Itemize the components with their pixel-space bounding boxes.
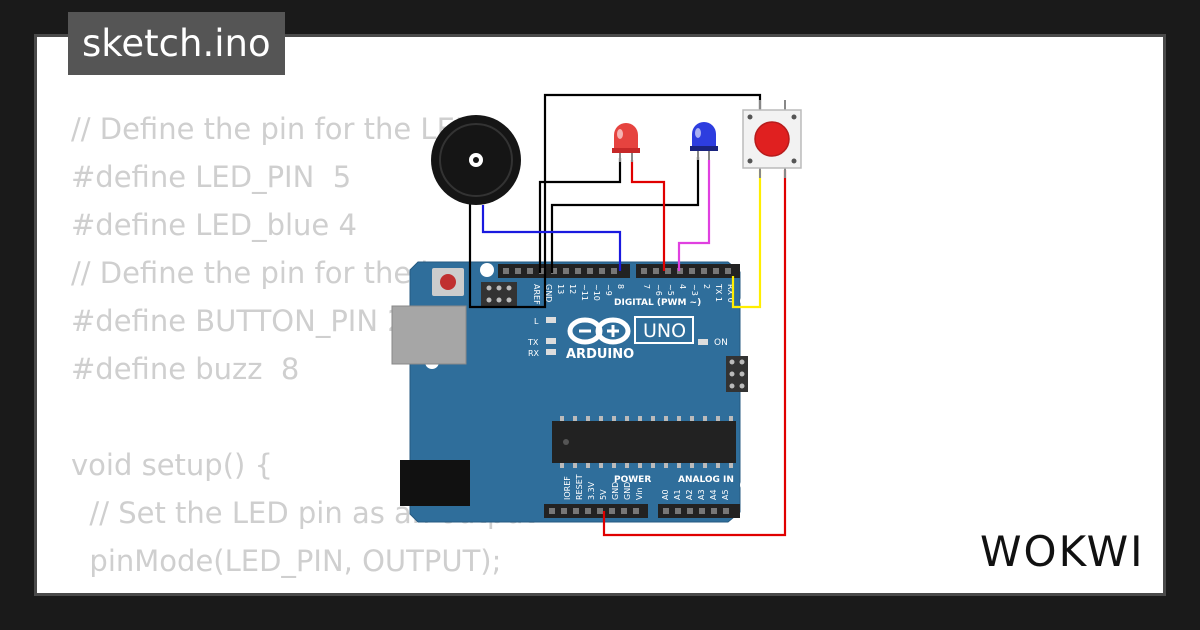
code-line: #define buzz 8 (71, 352, 300, 386)
digital-label: DIGITAL (PWM ~) (614, 298, 701, 308)
pin-label-3: ~3 (690, 284, 699, 296)
blue-led[interactable] (690, 122, 718, 160)
reset-button-cap[interactable] (440, 274, 456, 290)
wire-black-button (543, 93, 762, 273)
pin-label-5v: 5V (599, 489, 608, 500)
mounting-hole (480, 263, 494, 277)
on-led (698, 339, 708, 345)
pin-label-vin: Vin (635, 487, 644, 500)
pin-label-11: ~11 (580, 284, 589, 301)
wire-yellow-button (731, 170, 762, 309)
code-line: #define LED_blue 4 (71, 208, 357, 242)
wire-black-buzzer (468, 190, 547, 309)
l-led (546, 317, 556, 323)
pin-label-gnd-2: GND (623, 482, 632, 500)
pin-label-2: 2 (702, 284, 711, 289)
rx-led (546, 349, 556, 355)
pin-label-a0: A0 (661, 489, 670, 500)
tx-led-label: TX (527, 338, 539, 347)
uno-badge (634, 316, 694, 344)
mounting-hole (740, 294, 754, 308)
tx-led (546, 338, 556, 344)
arduino-brand-label: ARDUINO (566, 347, 634, 362)
power-jack (400, 460, 470, 506)
digital-header-right (636, 264, 740, 278)
wire-blue-buzzer (481, 205, 622, 271)
wire-black-blue-led (550, 157, 700, 273)
icsp-header-right (726, 356, 748, 392)
pin-label-a3: A3 (697, 489, 706, 500)
usb-connector (391, 305, 467, 365)
wire-red-led (630, 160, 666, 271)
arduino-uno-board[interactable]: AREF GND 13 12 ~11 ~10 ~9 8 7 ~6 ~5 4 ~3… (391, 261, 754, 523)
code-line: #define BUTTON_PIN 2 (71, 304, 406, 338)
analog-label: ANALOG IN (678, 475, 734, 485)
arduino-logo-icon (567, 317, 631, 345)
pin-label-gnd-1: GND (611, 482, 620, 500)
code-line: pinMode(LED_blue, OUTPUT); (71, 585, 535, 593)
atmega-chip (552, 416, 736, 468)
pin-label-reset: RESET (575, 474, 584, 500)
pin-label-13: 13 (556, 284, 565, 294)
pin-label-a2: A2 (685, 489, 694, 500)
buzzer[interactable] (431, 115, 521, 205)
pin-label-a1: A1 (673, 489, 682, 500)
l-led-label: L (534, 317, 539, 326)
uno-label: UNO (643, 320, 686, 342)
wokwi-logo-text: WOKWI (980, 527, 1145, 576)
pin-label-a5: A5 (721, 489, 730, 500)
pin-label-ioref: IOREF (563, 476, 572, 500)
pin-label-rx: RX 0 (726, 284, 735, 303)
wire-magenta-led (677, 160, 711, 271)
pin-label-7: 7 (642, 284, 651, 289)
pin-label-a4: A4 (709, 489, 718, 500)
power-label: POWER (614, 475, 651, 485)
red-led[interactable] (612, 123, 640, 162)
wire-black-red-led (538, 158, 622, 273)
mounting-hole (740, 478, 754, 492)
rx-led-label: RX (528, 349, 540, 358)
wokwi-logo: WOKWI (980, 527, 1145, 576)
pin-label-4: 4 (678, 284, 687, 289)
pin-label-5: ~5 (666, 284, 675, 296)
code-line: #define LED_PIN 5 (71, 160, 352, 194)
file-tab[interactable]: sketch.ino (68, 12, 285, 75)
pin-label-aref: AREF (532, 284, 541, 305)
pin-label-10: ~10 (592, 284, 601, 301)
pin-label-9: ~9 (604, 284, 613, 296)
wire-red-5v (602, 170, 787, 537)
icsp-header (481, 282, 517, 306)
pin-label-3v3: 3.3V (587, 481, 596, 500)
pin-label-12: 12 (568, 284, 577, 294)
on-label: ON (714, 338, 728, 348)
push-button[interactable] (742, 100, 802, 178)
power-header (544, 504, 648, 518)
pin-label-tx: TX 1 (714, 283, 723, 302)
code-line: pinMode(LED_PIN, OUTPUT); (71, 544, 502, 578)
pin-label-gnd: GND (544, 284, 553, 302)
pin-label-6: ~6 (654, 284, 663, 296)
code-line: void setup() { (71, 448, 273, 482)
pin-label-8: 8 (616, 284, 625, 289)
